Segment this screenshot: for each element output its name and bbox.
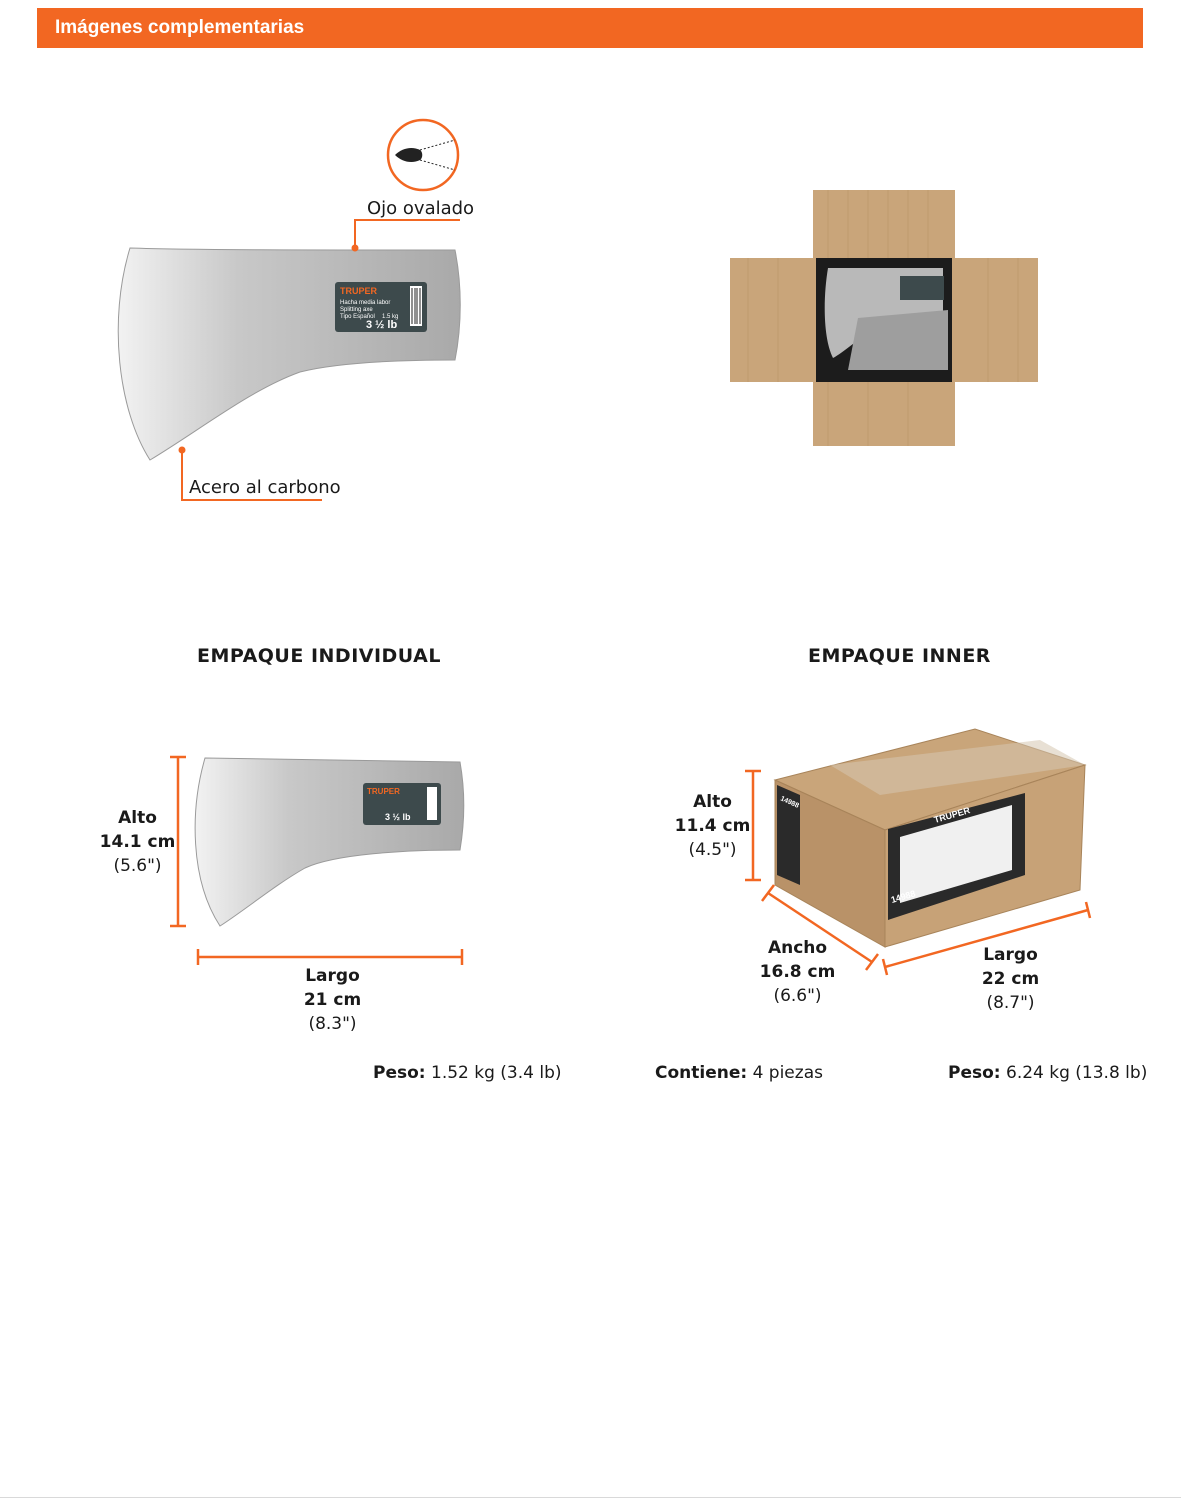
svg-text:Hacha media labor: Hacha media labor	[340, 300, 390, 306]
individual-height-dimension: Alto 14.1 cm (5.6")	[99, 808, 176, 876]
axe-head-illustration: TRUPER Hacha media labor Splitting axe T…	[117, 118, 461, 501]
axe-individual-illustration: TRUPER 3 ½ lb	[170, 755, 465, 965]
individual-package-title: EMPAQUE INDIVIDUAL	[197, 645, 441, 667]
svg-text:TRUPER: TRUPER	[367, 787, 400, 796]
svg-text:Tipo Español: Tipo Español	[340, 314, 375, 320]
section-title: Imágenes complementarias	[55, 17, 305, 38]
product-label	[335, 282, 427, 332]
inner-height-dimension: Alto 11.4 cm (4.5")	[674, 792, 751, 860]
oval-eye-detail-icon	[386, 118, 460, 192]
callout-carbon-steel: Acero al carbono	[189, 477, 341, 498]
label-brand: TRUPER	[340, 286, 378, 296]
svg-text:Splitting axe: Splitting axe	[340, 307, 373, 313]
individual-length-dimension: Largo 21 cm (8.3")	[303, 966, 362, 1034]
inner-contents: Contiene: 4 piezas	[655, 1063, 823, 1083]
page-bottom-divider	[0, 1497, 1181, 1498]
svg-text:3 ½ lb: 3 ½ lb	[385, 812, 411, 822]
inner-box-illustration: TRUPER 14988 14988	[745, 728, 1092, 976]
open-box-top-view	[730, 190, 1038, 446]
inner-weight: Peso: 6.24 kg (13.8 lb)	[948, 1063, 1148, 1083]
inner-width-dimension: Ancho 16.8 cm (6.6")	[759, 938, 836, 1006]
inner-package-title: EMPAQUE INNER	[808, 645, 991, 667]
svg-text:3 ½ lb: 3 ½ lb	[366, 319, 397, 331]
individual-weight: Peso: 1.52 kg (3.4 lb)	[373, 1063, 562, 1083]
callout-oval-eye: Ojo ovalado	[367, 198, 475, 219]
section-header-bar: Imágenes complementarias	[37, 8, 1143, 48]
inner-length-dimension: Largo 22 cm (8.7")	[981, 945, 1040, 1013]
svg-text:1.5 kg: 1.5 kg	[382, 314, 398, 320]
